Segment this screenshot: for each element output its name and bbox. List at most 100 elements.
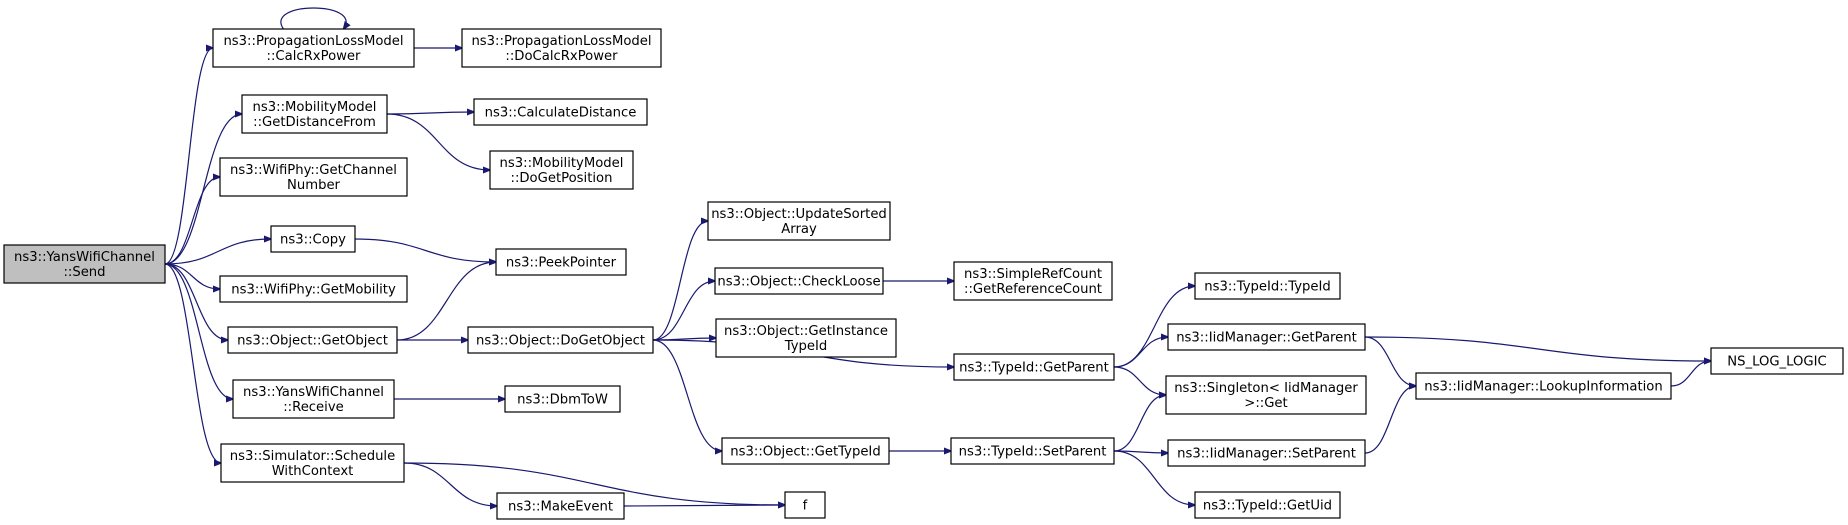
node-label-receive: ns3::YansWifiChannel: [243, 385, 384, 400]
edge-iid_getparent-to-iid_lookup: [1364, 336, 1416, 386]
node-label-iid-lookup: ns3::IidManager::LookupInformation: [1424, 380, 1662, 395]
node-box-iid-setparent[interactable]: [1167, 439, 1366, 467]
node-box-iid-lookup[interactable]: [1415, 372, 1672, 400]
node-label-gettypeid: ns3::Object::GetTypeId: [730, 445, 880, 460]
node-label-copy: ns3::Copy: [280, 233, 346, 248]
node-box-tid-getuid[interactable]: [1194, 491, 1341, 519]
node-tid-getparent[interactable]: ns3::TypeId::GetParent: [953, 353, 1115, 381]
node-box-tid-setparent[interactable]: [950, 437, 1115, 465]
edge-calcrx-to-calcrx: [280, 7, 346, 29]
node-box-dogetobj[interactable]: [467, 326, 654, 354]
node-label-getrefcount: ::GetReferenceCount: [964, 282, 1102, 297]
node-box-nslog[interactable]: [1710, 347, 1844, 375]
edge-iid_setparent-to-iid_lookup: [1364, 386, 1416, 454]
node-calcrx[interactable]: ns3::PropagationLossModel::CalcRxPower: [212, 28, 415, 68]
edge-iid_lookup-to-nslog: [1670, 361, 1711, 387]
node-label-send: ::Send: [63, 265, 105, 280]
node-box-getinst[interactable]: [715, 318, 897, 358]
node-receive[interactable]: ns3::YansWifiChannel::Receive: [232, 379, 395, 419]
node-label-f: f: [803, 499, 808, 514]
node-label-getdist: ::GetDistanceFrom: [253, 115, 376, 130]
node-box-getobj[interactable]: [227, 326, 398, 354]
node-box-singleton[interactable]: [1165, 375, 1367, 415]
node-box-updsorted[interactable]: [707, 201, 891, 241]
node-box-gettypeid[interactable]: [721, 437, 890, 465]
node-label-singleton: ns3::Singleton< IidManager: [1174, 381, 1358, 396]
node-dogetpos[interactable]: ns3::MobilityModel::DoGetPosition: [489, 150, 634, 190]
node-label-iid-getparent: ns3::IidManager::GetParent: [1176, 331, 1357, 346]
node-box-getdist[interactable]: [241, 94, 388, 134]
node-box-getrefcount[interactable]: [953, 261, 1113, 301]
node-singleton[interactable]: ns3::Singleton< IidManager>::Get: [1165, 375, 1367, 415]
node-tid-setparent[interactable]: ns3::TypeId::SetParent: [950, 437, 1115, 465]
node-label-send: ns3::YansWifiChannel: [14, 250, 155, 265]
node-makeevent[interactable]: ns3::MakeEvent: [496, 492, 625, 520]
node-box-iid-getparent[interactable]: [1167, 323, 1366, 351]
edge-send-to-copy: [164, 239, 271, 265]
node-label-schedule: WithContext: [272, 464, 354, 479]
node-box-dogetpos[interactable]: [489, 150, 634, 190]
edge-send-to-schedule: [164, 263, 221, 463]
edge-dogetobj-to-updsorted: [652, 221, 708, 341]
node-gettypeid[interactable]: ns3::Object::GetTypeId: [721, 437, 890, 465]
node-docalcrx[interactable]: ns3::PropagationLossModel::DoCalcRxPower: [461, 28, 662, 68]
node-box-getmob[interactable]: [219, 275, 408, 303]
node-box-calcdist[interactable]: [473, 98, 648, 126]
edge-tid_setparent-to-singleton: [1113, 395, 1166, 452]
node-box-f[interactable]: [784, 491, 826, 519]
edge-schedule-to-makeevent: [403, 462, 497, 506]
node-tid-getuid[interactable]: ns3::TypeId::GetUid: [1194, 491, 1341, 519]
node-box-tid-getparent[interactable]: [953, 353, 1115, 381]
node-copy[interactable]: ns3::Copy: [270, 225, 356, 253]
node-calcdist[interactable]: ns3::CalculateDistance: [473, 98, 648, 126]
node-label-iid-setparent: ns3::IidManager::SetParent: [1177, 447, 1356, 462]
node-nslog[interactable]: NS_LOG_LOGIC: [1710, 347, 1844, 375]
node-box-dbm[interactable]: [504, 385, 621, 413]
node-box-copy[interactable]: [270, 225, 356, 253]
node-label-getchan: ns3::WifiPhy::GetChannel: [230, 163, 397, 178]
node-label-getmob: ns3::WifiPhy::GetMobility: [231, 283, 396, 298]
node-getrefcount[interactable]: ns3::SimpleRefCount::GetReferenceCount: [953, 261, 1113, 301]
node-box-send[interactable]: [3, 244, 166, 284]
node-box-tid-typeid[interactable]: [1194, 272, 1341, 300]
node-tid-typeid[interactable]: ns3::TypeId::TypeId: [1194, 272, 1341, 300]
node-iid-lookup[interactable]: ns3::IidManager::LookupInformation: [1415, 372, 1672, 400]
node-box-makeevent[interactable]: [496, 492, 625, 520]
edge-send-to-getmob: [164, 263, 220, 289]
node-label-makeevent: ns3::MakeEvent: [508, 500, 613, 515]
node-peek[interactable]: ns3::PeekPointer: [495, 248, 627, 276]
node-getdist[interactable]: ns3::MobilityModel::GetDistanceFrom: [241, 94, 388, 134]
node-label-docalcrx: ::DoCalcRxPower: [505, 49, 618, 64]
node-box-getchan[interactable]: [219, 157, 408, 197]
node-checkloose[interactable]: ns3::Object::CheckLoose: [714, 267, 884, 295]
node-dogetobj[interactable]: ns3::Object::DoGetObject: [467, 326, 654, 354]
node-iid-getparent[interactable]: ns3::IidManager::GetParent: [1167, 323, 1366, 351]
node-dbm[interactable]: ns3::DbmToW: [504, 385, 621, 413]
node-send[interactable]: ns3::YansWifiChannel::Send: [3, 244, 166, 284]
edge-send-to-calcrx: [164, 48, 213, 265]
node-f[interactable]: f: [784, 491, 826, 519]
node-box-calcrx[interactable]: [212, 28, 415, 68]
node-getmob[interactable]: ns3::WifiPhy::GetMobility: [219, 275, 408, 303]
edge-send-to-getobj: [164, 263, 228, 340]
node-label-getinst: TypeId: [784, 339, 828, 354]
node-label-getinst: ns3::Object::GetInstance: [724, 324, 888, 339]
node-box-peek[interactable]: [495, 248, 627, 276]
node-getobj[interactable]: ns3::Object::GetObject: [227, 326, 398, 354]
edge-getdist-to-calcdist: [386, 112, 474, 114]
edge-dogetobj-to-checkloose: [652, 281, 715, 341]
edge-schedule-to-f: [403, 462, 785, 505]
node-iid-setparent[interactable]: ns3::IidManager::SetParent: [1167, 439, 1366, 467]
node-label-updsorted: ns3::Object::UpdateSorted: [711, 207, 887, 222]
node-label-calcrx: ns3::PropagationLossModel: [223, 34, 403, 49]
node-label-singleton: >::Get: [1244, 396, 1287, 411]
node-box-docalcrx[interactable]: [461, 28, 662, 68]
node-box-schedule[interactable]: [220, 443, 405, 483]
node-box-receive[interactable]: [232, 379, 395, 419]
node-box-checkloose[interactable]: [714, 267, 884, 295]
